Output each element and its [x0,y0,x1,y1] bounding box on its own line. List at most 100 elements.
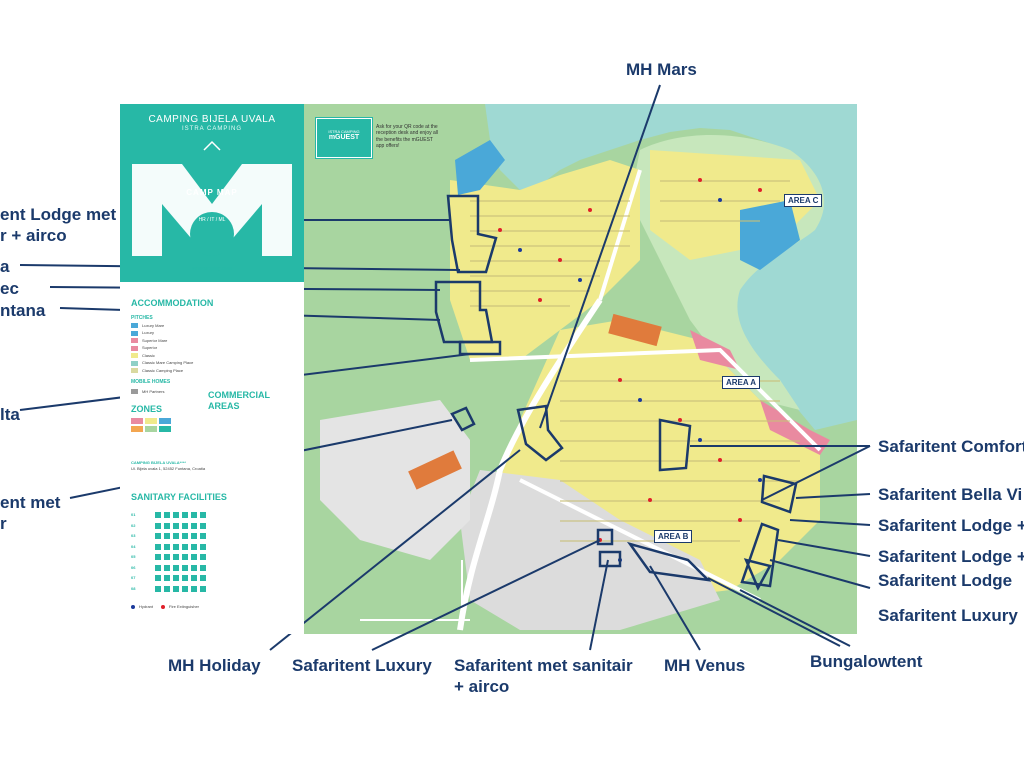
sanitary-icon [173,585,179,592]
area-c-label: AREA C [784,194,823,207]
mobile-homes-heading: MOBILE HOMES [131,379,171,385]
callout-left-3: a [0,257,10,276]
callout-right-3: Safaritent Lodge + [878,516,1024,535]
sanitary-icon [155,554,161,560]
pitch-swatch [131,353,138,358]
callout-bottom-1: MH Holiday [168,656,261,675]
sanitary-icon [200,522,206,529]
sanitary-icon [191,533,197,539]
callout-right-1: Safaritent Comfort [878,437,1024,456]
sanitary-icon [191,522,197,529]
callout-left-5: ntana [0,301,46,320]
callout-right-6: Safaritent Luxury [878,606,1018,625]
callout-left-7: ent met [0,493,61,512]
callout-right-4: Safaritent Lodge + [878,547,1024,566]
website: istracamping.com [192,266,232,272]
pitch-swatch [131,338,138,343]
sanitary-code: 01 [131,512,136,517]
area-b-label: AREA B [654,530,693,543]
sanitary-icon [155,585,161,592]
sanitary-icon [155,512,161,518]
sanitary-icon [191,543,197,550]
sanitary-icon [191,575,197,581]
sanitary-icon [173,564,179,571]
sanitary-icon [164,522,170,529]
callout-right-5: Safaritent Lodge [878,571,1013,590]
sanitary-icon [182,554,188,560]
mguest-text: Ask for your QR code at the reception de… [376,124,438,149]
sanitary-icon [191,585,197,592]
mguest-badge: ISTRA CAMPING mGUEST [316,118,372,158]
sanitary-code: 02 [131,522,136,528]
sanitary-icon [164,543,170,550]
camp-map-logo-icon [132,140,292,256]
mh-partners-swatch [131,389,138,394]
pitches-heading: PITCHES [131,315,153,321]
sanitary-icon [164,554,170,560]
pitch-type-label: Luxury Mare [142,322,165,328]
sanitary-icon [155,575,161,581]
zones-heading: ZONES [131,404,163,414]
sanitary-icon [200,575,206,581]
callout-left-6: lta [0,405,20,424]
sanitary-heading: SANITARY FACILITIES [131,492,227,502]
sanitary-icon [182,543,188,550]
sanitary-code: 03 [131,533,136,538]
camp-sub: ISTRA CAMPING [181,126,242,132]
sanitary-icon [155,564,161,571]
callout-left-1: ent Lodge met [0,205,117,224]
sanitary-icon [182,564,188,571]
sanitary-icon [182,585,188,592]
pitch-type-label: Classic Camping Place [142,367,184,373]
pitch-type-label: Classic [142,352,155,358]
hydrant-icon [131,605,135,609]
sanitary-icon [173,533,179,539]
sanitary-icon [173,575,179,581]
sanitary-code: 07 [131,575,136,580]
callout-bottom-4: + airco [454,677,510,696]
language-list: HR / IT / ML [198,217,226,223]
camp-map-label: CAMP MAP [186,188,238,197]
extinguisher-label: Fire Extinguisher [169,604,200,609]
pitch-swatch [131,323,138,328]
fire-extinguisher-icon [161,605,165,609]
callout-bottom-3: Safaritent met sanitair [454,656,633,675]
pitch-type-label: Luxury [142,330,155,335]
sanitary-icon [173,543,179,550]
address-title: CAMPING BIJELA UVALA**** [131,460,186,465]
callout-bottom-2: Safaritent Luxury [292,656,432,675]
sanitary-icon [200,512,206,518]
sanitary-icon [164,512,170,518]
sanitary-icon [182,533,188,539]
sanitary-icon [182,512,188,518]
areas-heading: AREAS [208,401,240,411]
sanitary-icon [155,543,161,550]
address: Ul. Bijela uvala 1, 52452 Funtana, Croat… [131,466,206,471]
sanitary-icon [191,554,197,560]
callout-mh-mars: MH Mars [626,60,697,79]
callout-left-8: r [0,514,7,533]
pitch-type-label: Classic Mare Camping Place [142,360,194,365]
sanitary-code: 05 [131,554,136,559]
sanitary-icon [200,564,206,571]
sanitary-icon [173,522,179,529]
sanitary-icon [164,585,170,592]
sanitary-icon [164,575,170,581]
pitch-type-label: Superior [142,345,158,350]
callout-right-2: Safaritent Bella Vi [878,485,1023,504]
accommodation-heading: ACCOMMODATION [131,298,214,308]
sanitary-icon [200,585,206,592]
callout-left-4: ec [0,279,19,298]
sanitary-icon [191,512,197,518]
sanitary-code: 08 [131,585,136,591]
pitch-swatch [131,345,138,351]
sanitary-icon [164,564,170,571]
sanitary-icon [200,554,206,560]
camp-name: CAMPING BIJELA UVALA [148,114,276,125]
camp-banner: CAMPING BIJELA UVALA ISTRA CAMPING CAMP … [120,104,304,282]
sanitary-icon [182,522,188,529]
sanitary-icon [173,512,179,518]
sanitary-code: 04 [131,543,136,549]
sanitary-icon [182,575,188,581]
